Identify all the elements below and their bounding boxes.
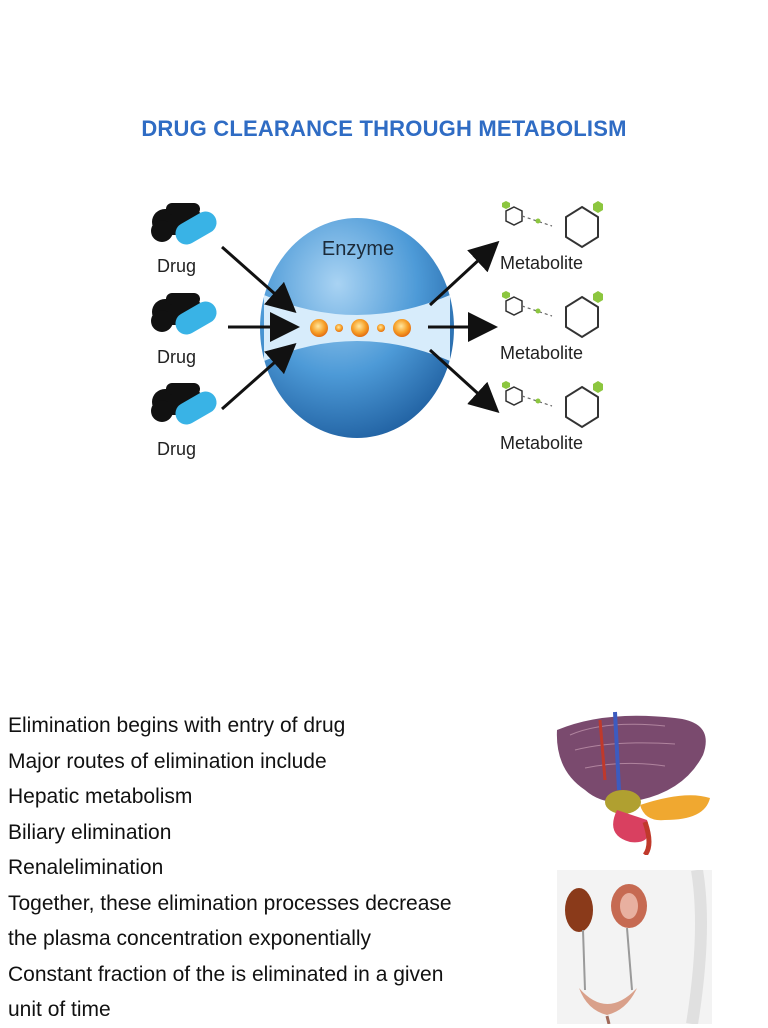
drug-pill-icon <box>151 203 217 245</box>
bullet-item: Constant fraction of the is eliminated i… <box>8 962 444 986</box>
metabolite-molecule-icon <box>502 291 603 339</box>
metabolite-label: Metabolite <box>500 253 583 273</box>
substrate-dot <box>393 319 411 337</box>
input-arrow <box>221 245 297 313</box>
substrate-dot-small <box>377 324 385 332</box>
bullet-item: unit of time <box>8 998 111 1021</box>
drug-pill-icon <box>151 383 217 425</box>
metabolite-molecule-icon <box>502 381 603 429</box>
metabolite-molecule-icon <box>502 201 603 249</box>
metabolite-label: Metabolite <box>500 343 583 363</box>
drug-pill-icon <box>151 293 217 335</box>
substrate-dot <box>310 319 328 337</box>
bullet-item: Biliary elimination <box>8 820 172 844</box>
metabolite-label: Metabolite <box>500 433 583 453</box>
liver-illustration <box>556 711 710 855</box>
drug-label: Drug <box>157 256 196 276</box>
bullet-list: Elimination begins with entry of drug Ma… <box>8 708 528 1028</box>
bullet-item: Hepatic metabolism <box>8 785 193 808</box>
input-arrow <box>221 343 297 411</box>
bullet-item: Together, these elimination processes de… <box>8 891 452 915</box>
bullet-item: Renalelimination <box>8 856 164 879</box>
drug-label: Drug <box>157 347 196 367</box>
substrate-dot-small <box>335 324 343 332</box>
output-arrow <box>428 240 500 307</box>
enzyme-label: Enzyme <box>322 238 394 260</box>
output-arrow <box>428 348 500 414</box>
kidney-illustration <box>557 870 712 1024</box>
substrate-dot <box>351 319 369 337</box>
metabolism-diagram: Enzyme Drug Drug Drug <box>151 201 603 459</box>
bullet-item: Major routes of elimination include <box>8 749 327 773</box>
bullet-item: Elimination begins with entry of drug <box>8 714 346 737</box>
bullet-item: the plasma concentration exponentially <box>8 927 372 950</box>
slide-title: DRUG CLEARANCE THROUGH METABOLISM <box>141 116 627 141</box>
drug-label: Drug <box>157 439 196 459</box>
